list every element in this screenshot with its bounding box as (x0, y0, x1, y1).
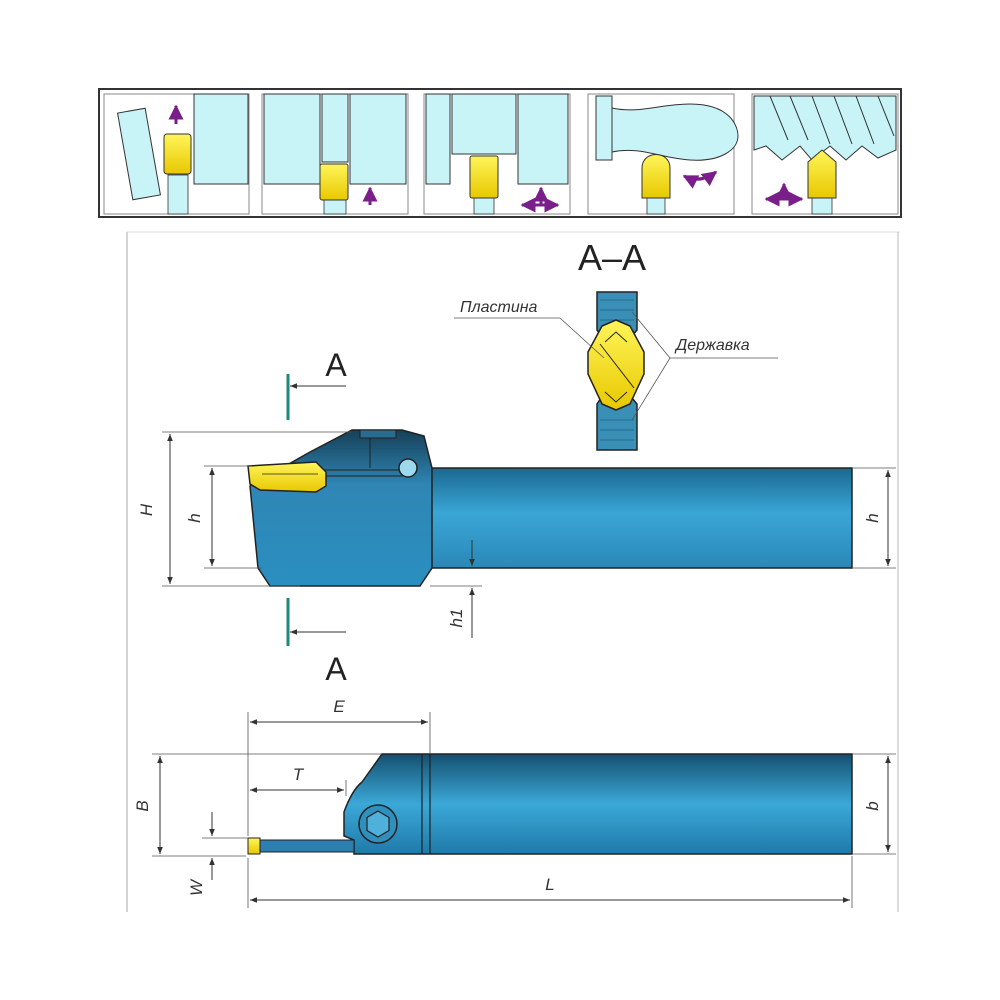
insert-plan (247, 837, 261, 855)
screw-hex-icon (366, 810, 390, 838)
operation-panel-1 (103, 93, 250, 215)
operation-panel-3 (423, 93, 571, 215)
holder-label: Державка (674, 337, 750, 354)
holder-side-view: H h h h1 (137, 429, 896, 638)
operations-strip (98, 88, 902, 218)
holder-plan (343, 753, 853, 855)
operation-panel-4 (587, 93, 739, 215)
insert-side (247, 461, 327, 493)
cut-line-a: A A (286, 347, 347, 687)
cut-label-top: A (325, 347, 347, 383)
profile-arrow-icon (682, 170, 718, 189)
dim-h-right: h (863, 513, 882, 522)
dim-T: T (293, 765, 305, 784)
insert-label: Пластина (460, 299, 538, 316)
cut-label-bottom: A (325, 651, 347, 687)
holder-plan-view: E T B b W L (133, 697, 896, 908)
dim-B: B (133, 800, 152, 811)
dim-W: W (187, 878, 206, 896)
operation-panel-5 (751, 93, 899, 215)
dim-E: E (333, 697, 345, 716)
dim-H: H (137, 503, 156, 516)
dim-h1: h1 (447, 609, 466, 628)
dim-L: L (545, 875, 554, 894)
holder-head (249, 429, 433, 587)
operation-panel-2 (261, 93, 409, 215)
section-a-a: A–A Пластина Державка (454, 237, 778, 451)
section-title: A–A (578, 237, 646, 278)
dim-h-left: h (185, 513, 204, 522)
dim-b: b (863, 801, 882, 810)
holder-shank (423, 467, 853, 569)
